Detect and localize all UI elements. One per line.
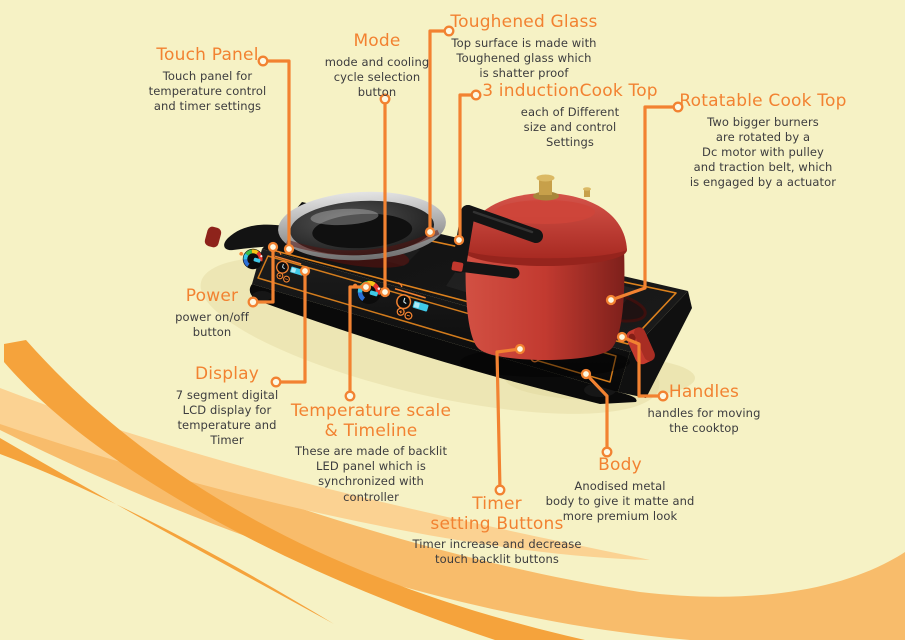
callout-endpoints [247, 25, 684, 496]
endpoint-dot [580, 368, 592, 380]
frying-pan-illustration [224, 191, 446, 261]
brass-knob-cap [536, 174, 555, 182]
endpoint-dot [247, 296, 259, 308]
leader-power [251, 245, 275, 304]
cooktop-right-face [618, 291, 692, 398]
leader-rotatable [609, 105, 680, 302]
swoosh-decoration [0, 340, 905, 640]
endpoint-dot [424, 226, 436, 238]
leader-handles [620, 335, 665, 398]
brass-knob [539, 178, 552, 195]
endpoint-dot [257, 55, 269, 67]
pressure-valve [584, 189, 590, 197]
endpoint-dot [267, 241, 279, 253]
cooker-body [465, 250, 625, 360]
leader-display [274, 269, 307, 384]
endpoint-dot [379, 286, 391, 298]
endpoint-dot [672, 101, 684, 113]
leader-body [584, 372, 609, 454]
cooktop-underbody [249, 284, 637, 404]
pan-highlight [310, 208, 379, 226]
pressure-cooker-illustration [451, 174, 630, 377]
endpoint-dot [270, 376, 282, 388]
leader-touch-panel [261, 59, 291, 251]
leader-timer [495, 347, 522, 492]
endpoint-dot [299, 265, 311, 277]
endpoint-dot [494, 484, 506, 496]
pan-front-glow [285, 229, 440, 256]
pan-base [312, 213, 413, 249]
endpoint-dot [514, 343, 526, 355]
leader-toughened-glass [428, 29, 451, 234]
endpoint-dot [453, 234, 465, 246]
endpoint-dot [344, 390, 356, 402]
endpoint-dot [283, 243, 295, 255]
left-handle [204, 226, 222, 248]
endpoint-dot [601, 446, 613, 458]
endpoint-dot [443, 25, 455, 37]
endpoint-dot [470, 89, 482, 101]
handle-red-accent [451, 261, 464, 272]
leader-temperature [348, 285, 368, 398]
callout-lines [251, 29, 680, 492]
endpoint-dot [657, 390, 669, 402]
endpoint-dot [605, 294, 617, 306]
pressure-valve-cap [583, 187, 591, 191]
endpoint-dot [360, 281, 372, 293]
endpoint-dot [616, 331, 628, 343]
endpoint-dot [379, 93, 391, 105]
cooker-lid-top [495, 200, 595, 224]
